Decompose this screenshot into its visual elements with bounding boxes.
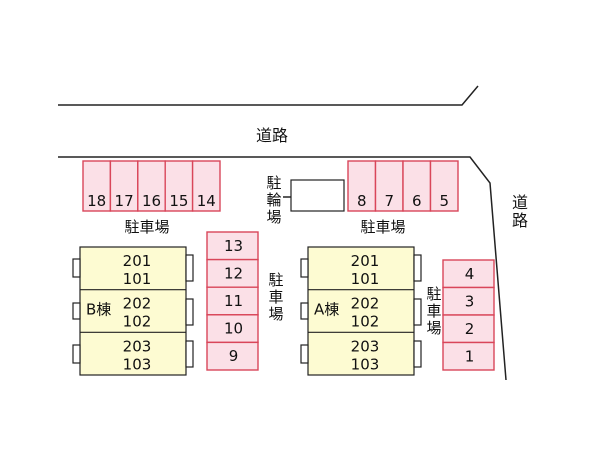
bicycle-parking-label: 駐輪場: [266, 174, 281, 226]
parking-right-label: 駐車場: [426, 285, 441, 337]
building-notch: [72, 258, 81, 278]
parking-right: 4 3 2 1: [442, 259, 495, 371]
building-outline: [79, 246, 187, 376]
road-label-right: 道路: [512, 193, 528, 230]
road-edge-bottom: [58, 156, 507, 381]
parking-stall-number: 15: [169, 192, 188, 210]
building-notch: [72, 302, 81, 320]
building-name: A棟: [314, 301, 339, 319]
parking-stall-number: 14: [197, 192, 216, 210]
building-outline: [307, 246, 415, 376]
building-notch: [72, 344, 81, 364]
parking-stall-number: 13: [224, 237, 243, 255]
parking-stall: [164, 160, 194, 212]
bicycle-parking-area: [290, 179, 345, 212]
parking-stall-number: 7: [384, 192, 394, 210]
unit-number-lower: 103: [123, 355, 152, 373]
parking-stall-number: 17: [115, 192, 134, 210]
unit-number-upper: 202: [123, 295, 152, 313]
building-notch: [300, 258, 309, 278]
parking-stall: [347, 160, 377, 212]
building-notch: [300, 302, 309, 320]
parking-stall: [206, 286, 259, 316]
parking-stall: [82, 160, 112, 212]
parking-stall: [442, 286, 495, 316]
parking-top-left: 18 17 16 15 14: [82, 160, 221, 212]
parking-stall: [442, 341, 495, 371]
unit-number-upper: 202: [351, 295, 380, 313]
road-label-top: 道路: [256, 126, 288, 145]
parking-middle-label: 駐車場: [268, 271, 283, 323]
parking-top-left-label: 駐車場: [124, 218, 169, 236]
building-notch: [300, 344, 309, 364]
parking-stall-number: 12: [224, 264, 243, 282]
unit-number-lower: 102: [123, 313, 152, 331]
parking-stall: [206, 314, 259, 344]
parking-stall: [206, 231, 259, 261]
parking-stall-number: 9: [229, 347, 239, 365]
parking-stall-number: 8: [357, 192, 367, 210]
unit-number-upper: 201: [351, 252, 380, 270]
bicycle-parking: 駐輪場: [266, 174, 345, 226]
parking-stall: [429, 160, 459, 212]
unit-number-upper: 201: [123, 252, 152, 270]
parking-middle: 13 12 11 10 9: [206, 231, 259, 371]
parking-stall: [206, 341, 259, 371]
unit-number-upper: 203: [351, 337, 380, 355]
parking-stall: [442, 314, 495, 344]
parking-stall-number: 18: [87, 192, 106, 210]
unit-number-lower: 103: [351, 355, 380, 373]
building-notch: [413, 340, 422, 368]
parking-stall: [137, 160, 166, 212]
parking-stall-number: 2: [465, 320, 475, 338]
building-notch: [413, 298, 422, 326]
building-notch: [185, 298, 194, 326]
unit-number-lower: 101: [351, 270, 380, 288]
parking-stall-number: 10: [224, 320, 243, 338]
building-notch: [413, 254, 422, 282]
parking-stall-number: 11: [224, 292, 243, 310]
road-edge-top: [58, 85, 479, 106]
parking-stall-number: 5: [439, 192, 449, 210]
parking-stall-number: 6: [412, 192, 422, 210]
parking-stall: [442, 259, 495, 289]
parking-stall: [402, 160, 432, 212]
parking-top-right-label: 駐車場: [360, 218, 405, 236]
road-edges: [58, 85, 507, 381]
parking-stall-number: 16: [142, 192, 161, 210]
building-name: B棟: [86, 301, 111, 319]
unit-number-upper: 203: [123, 337, 152, 355]
parking-stall-number: 3: [465, 292, 475, 310]
parking-stall: [109, 160, 139, 212]
unit-number-lower: 102: [351, 313, 380, 331]
unit-number-lower: 101: [123, 270, 152, 288]
parking-stall-number: 1: [465, 347, 475, 365]
parking-stall-number: 4: [465, 265, 475, 283]
building-notch: [185, 254, 194, 282]
parking-stall: [191, 160, 221, 212]
building-notch: [185, 340, 194, 368]
